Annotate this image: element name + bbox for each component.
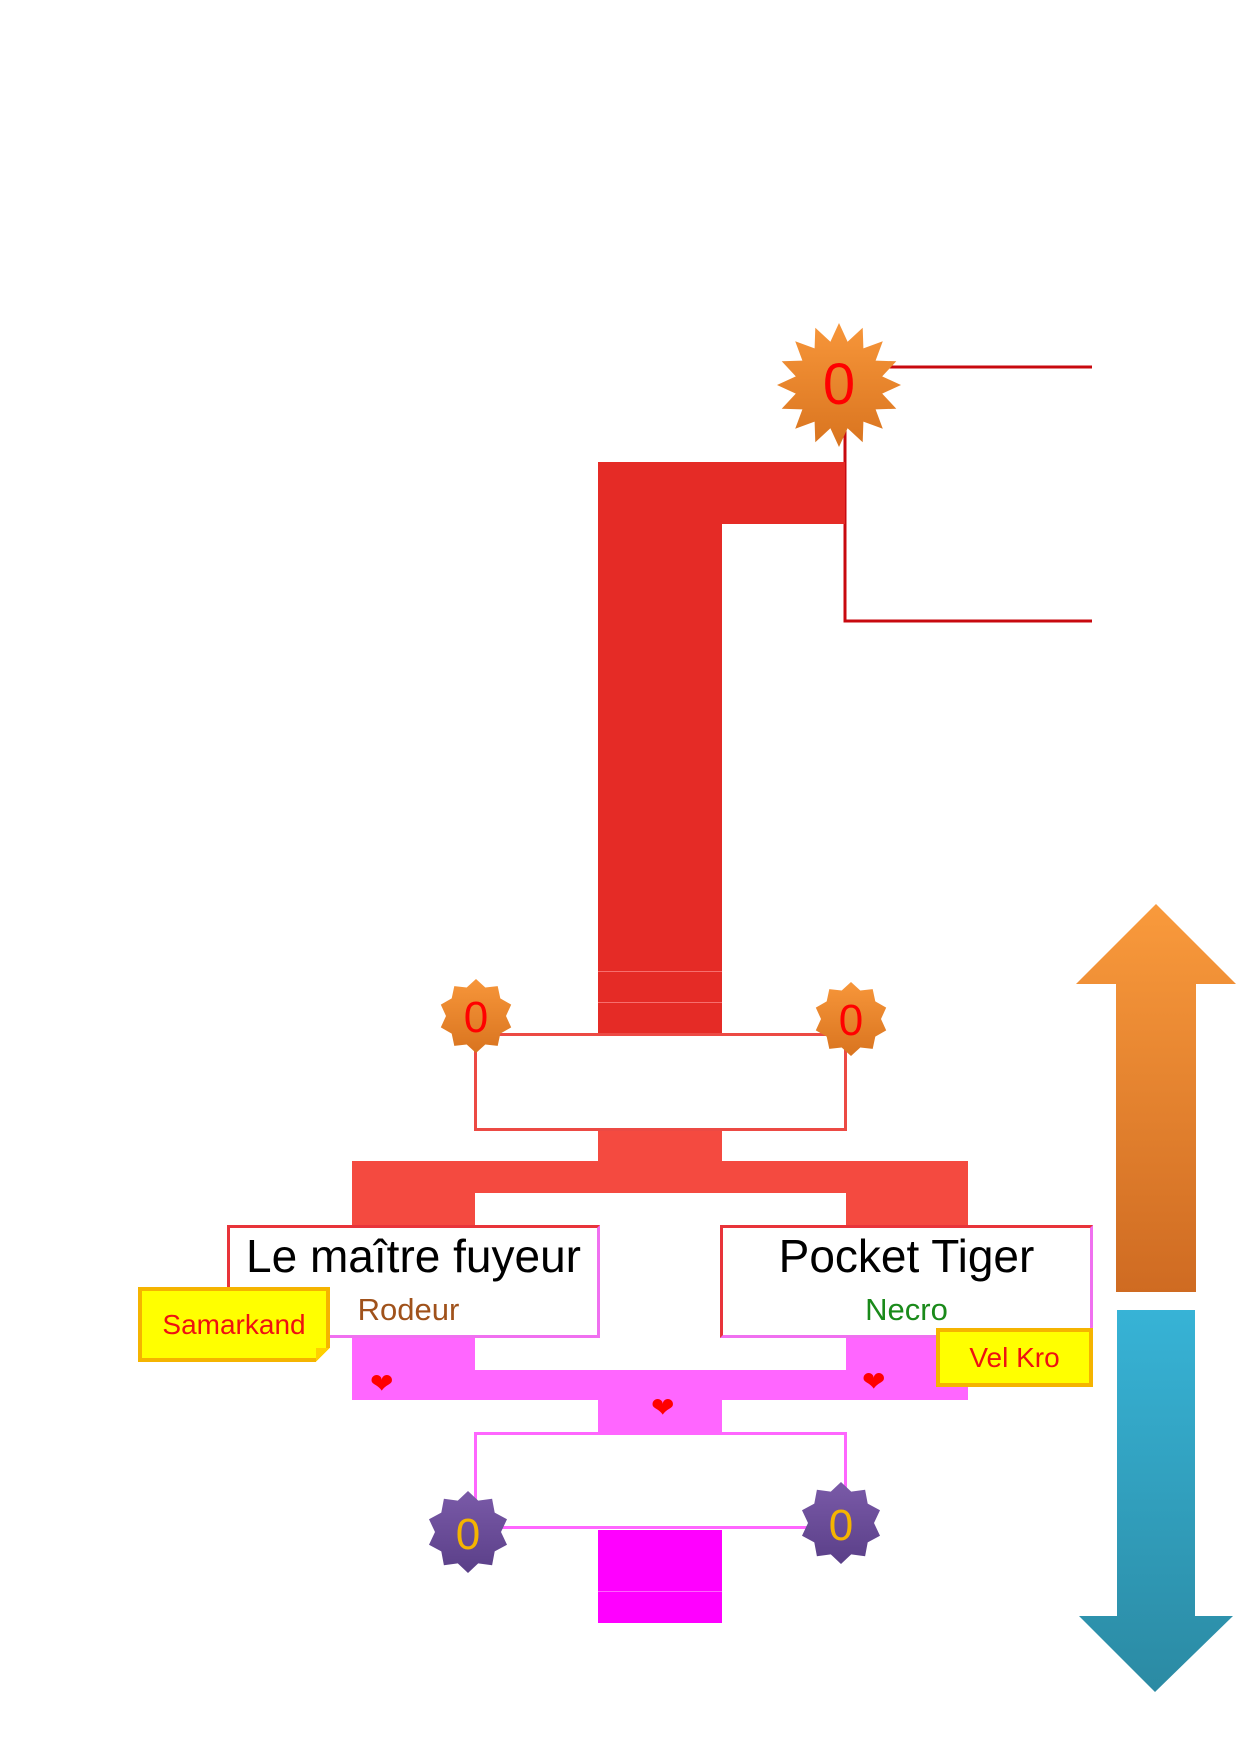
player-card-right[interactable]: Pocket Tiger Necro [720,1225,1093,1338]
upper-bracket-column [598,524,722,1035]
player-note-samarkand: Samarkand [138,1287,330,1362]
lower-left-score-seal-icon: 0 [429,1491,507,1573]
upper-match-box [474,1033,847,1131]
top-connector-lines [843,365,1092,623]
lower-bracket-wide-bar [352,1370,968,1400]
lower-bracket-stub [598,1400,722,1432]
top-score-starburst-icon: 0 [777,323,901,447]
upper-bracket-left-leg [352,1193,475,1225]
note-text: Vel Kro [969,1341,1060,1373]
note-text: Samarkand [162,1308,306,1340]
player-name: Le maître fuyeur [246,1230,581,1282]
upper-bracket-right-leg [846,1193,968,1225]
lower-bracket-left-leg [352,1338,475,1370]
heart-icon: ❤ [862,1366,886,1397]
lower-left-score: 0 [456,1510,480,1559]
player-card-left[interactable]: Le maître fuyeur Rodeur [227,1225,600,1338]
heart-icon: ❤ [651,1392,675,1423]
arrow-down-icon[interactable] [1070,1305,1241,1700]
top-score: 0 [823,352,855,417]
lower-bracket-block [598,1530,722,1623]
upper-bracket-top-bar [598,462,845,524]
upper-bracket-wide-bar [352,1161,968,1193]
player-class: Rodeur [357,1292,460,1327]
upper-right-score-seal-icon: 0 [815,982,887,1056]
upper-right-score: 0 [839,996,863,1045]
player-name: Pocket Tiger [778,1230,1035,1282]
upper-bracket-stub [598,1131,722,1161]
arrow-up-icon[interactable] [1070,900,1241,1296]
lower-right-score-seal-icon: 0 [802,1482,880,1564]
player-class: Necro [865,1292,948,1327]
folded-corner-icon [316,1348,330,1362]
heart-icon: ❤ [370,1368,394,1399]
lower-right-score: 0 [829,1501,853,1550]
upper-left-score-seal-icon: 0 [440,979,512,1053]
lower-match-box [474,1432,847,1529]
player-note-vel-kro: Vel Kro [936,1328,1093,1387]
upper-left-score: 0 [464,993,488,1042]
